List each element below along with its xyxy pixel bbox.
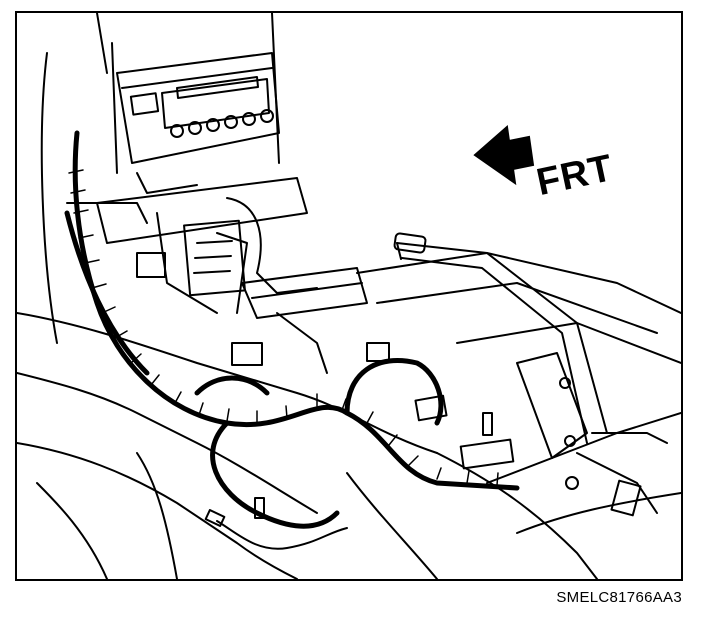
wiring-harness-loom — [64, 130, 520, 529]
seat-lever — [393, 232, 427, 254]
harness-wrap-ticks — [68, 169, 499, 486]
figure-reference-code: SMELC81766AA3 — [556, 589, 682, 606]
radio-head-unit — [96, 13, 280, 174]
center-console — [66, 172, 368, 374]
diagram-frame: FRT — [15, 11, 683, 581]
ground-lead — [204, 509, 348, 550]
floor-pan-outline — [17, 52, 681, 579]
front-direction-arrow-icon — [473, 125, 535, 186]
harness-connectors — [136, 252, 515, 470]
wiring-harness-illustration — [17, 13, 681, 579]
seat-bracket — [396, 242, 668, 517]
floor-studs — [254, 412, 579, 519]
